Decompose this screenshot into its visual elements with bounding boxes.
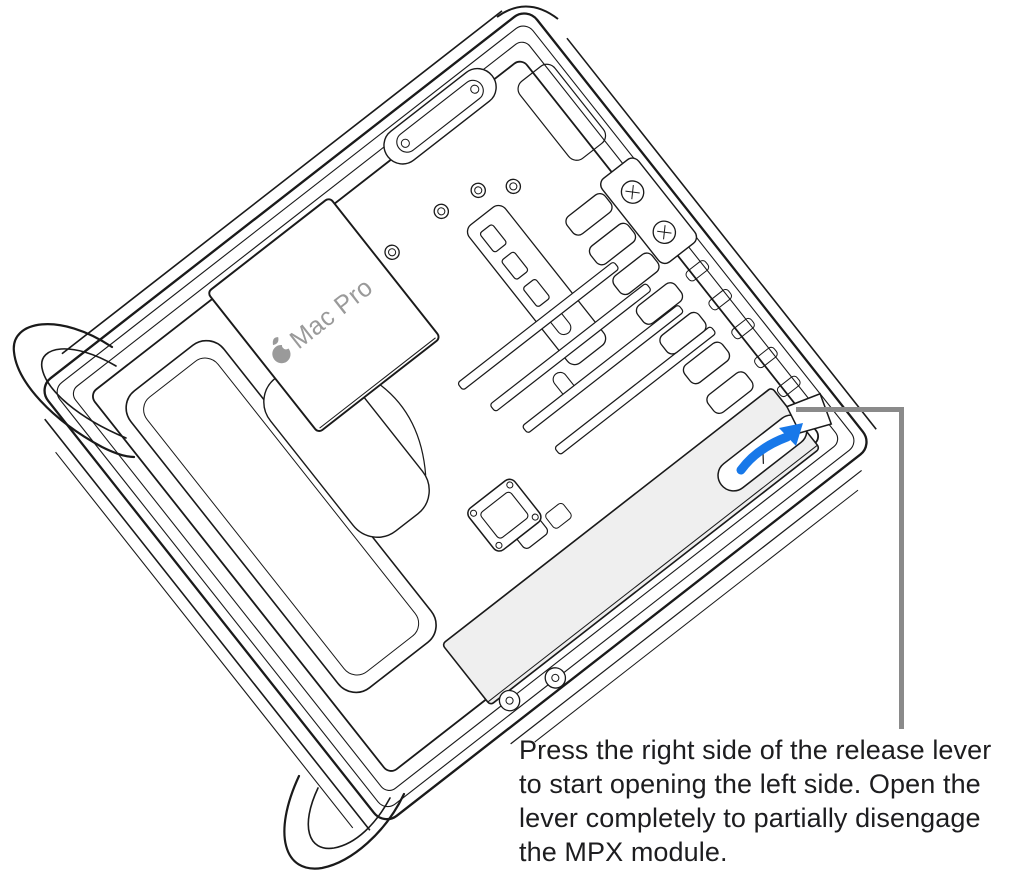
pcie-slot [490,283,651,412]
corner-bracket [517,63,607,161]
psu-cover: Mac Pro [208,198,440,432]
standoff-post-icon [505,178,522,195]
standoff-post-icon [384,244,400,261]
stand-rail [55,451,354,829]
screw-icon [506,481,514,489]
port-icon [523,279,550,307]
hinge-plate [600,157,698,265]
slot-cover [635,282,684,325]
vent-slot [685,260,710,282]
board-pad [545,502,572,529]
chassis: Mac Pro [43,10,877,831]
housing-rail-top [61,10,503,355]
pcie-slot [554,326,716,455]
pcie-slot [522,305,684,433]
handle-screw-icon [470,84,480,94]
lower-panel-line-2 [534,489,859,743]
slot-cover [706,371,754,415]
standoff-posts [384,178,522,261]
slot-cover [588,222,637,266]
slot-cover [565,192,613,236]
slot-cover [659,311,707,355]
slot-cover [682,341,731,385]
mounting-bracket [467,478,542,552]
port-icon [479,224,507,253]
handle-screw-icon [400,138,410,148]
housing-rail-right [566,37,877,430]
lower-panel-line-1 [510,469,862,745]
vent-slot [731,317,755,340]
screw-icon [495,541,503,549]
rivet-icon [544,667,567,689]
rivet-icon [498,689,521,712]
housing-rail-left [44,418,371,831]
slot-cover [612,252,660,296]
screw-icon [470,509,478,517]
vent-slot [708,288,733,311]
release-lever-tip [785,392,833,434]
top-handle [496,5,559,20]
bottom-foot [283,774,406,870]
port-icon [501,251,529,280]
vent-slot [754,346,778,369]
handle-slot [383,67,497,165]
caption: Press the right side of the release leve… [519,735,992,867]
standoff-post-icon [470,182,486,199]
callout-line [796,407,904,729]
standoff-post-icon [433,203,450,220]
apple-logo-icon [272,337,291,364]
vent-slot [776,375,801,398]
pcie-slots [457,262,716,455]
screw-icon [531,513,539,521]
pcie-slot [457,262,619,390]
curved-arrow-icon [736,423,803,475]
left-foot [12,323,136,459]
